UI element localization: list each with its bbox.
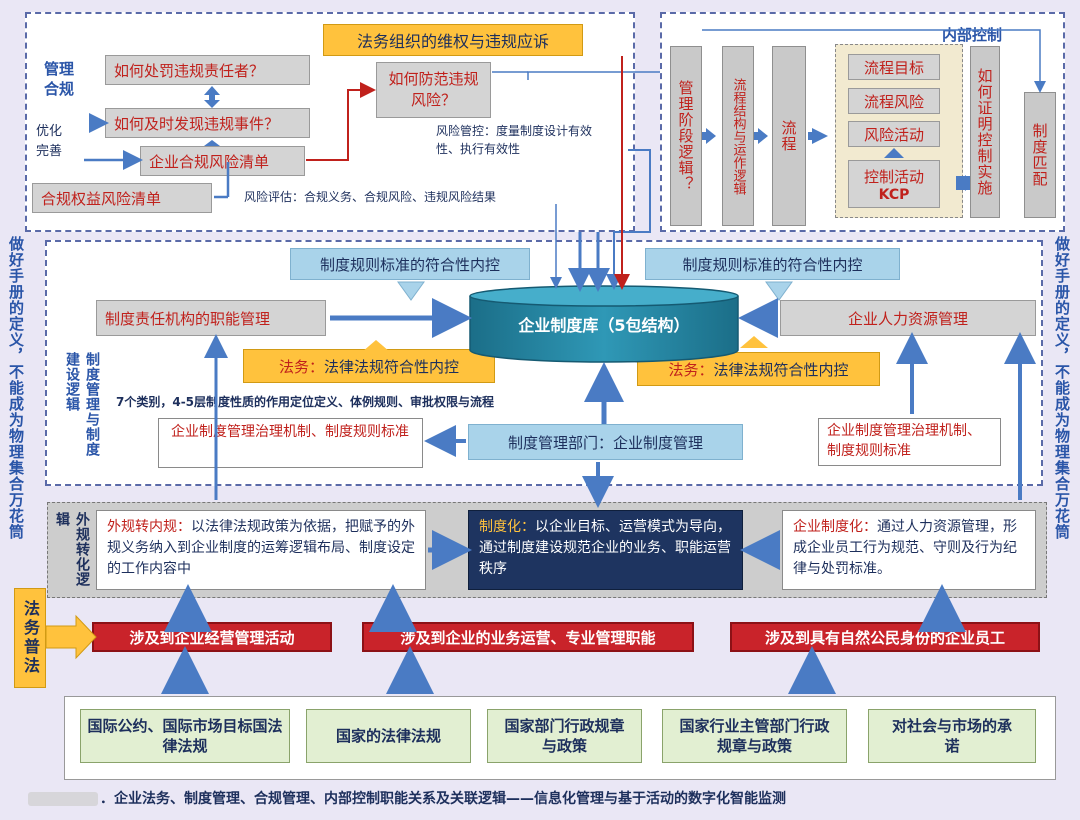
red-box-business: 涉及到企业经营管理活动 (92, 622, 332, 652)
control-activity-label: 控制活动 (863, 167, 924, 186)
source-department: 国家部门行政规章与政策 (487, 709, 642, 763)
legal-prefix-right: 法务： (668, 360, 714, 379)
caption-text: 企业法务、制度管理、合规管理、内部控制职能关系及关联逻辑——信息化管理与基于活动… (114, 791, 786, 807)
stage-logic-box: 管理阶段逻辑？ (670, 46, 702, 226)
library-label: 企业制度库（5包结构） (518, 316, 690, 335)
risk-box: 流程风险 (848, 88, 940, 114)
punish-box: 如何处罚违规责任者？ (105, 55, 310, 85)
legal-popularize-box: 法务普法 (14, 588, 46, 688)
system-logic-label: 制度管理与制度建设逻辑 (64, 352, 100, 457)
side-note-right: 做好手册的定义，不能成为物理集合万花筒 (1053, 236, 1071, 540)
kcp-label: KCP (878, 186, 910, 203)
caption-blur (28, 792, 98, 806)
source-commitment: 对社会与市场的承诺 (868, 709, 1036, 763)
legal-rest-left: 法律法规符合性内控 (324, 357, 460, 376)
governance-left-box: 企业制度管理治理机制、制度规则标准 (158, 418, 423, 468)
control-activity-box: 控制活动 KCP (848, 160, 940, 208)
compliance-title: 法务组织的维权与违规应诉 (323, 24, 583, 56)
source-international: 国际公约、国际市场目标国法律法规 (80, 709, 290, 763)
prove-box: 如何证明控制实施 (970, 46, 1000, 218)
legal-prefix-left: 法务： (278, 357, 324, 376)
enterprise-system-body: 通过人力资源管理，形成企业员工行为规范、守则及行为纪律与处罚标准。 (793, 519, 1017, 577)
external-rules-box: 外规转内规：以法律法规政策为依据，把赋予的外规义务纳入到企业制度的运筹逻辑布局、… (96, 510, 426, 590)
enterprise-system-box: 企业制度化：通过人力资源管理，形成企业员工行为规范、守则及行为纪律与处罚标准。 (782, 510, 1036, 590)
match-box: 制度匹配 (1024, 92, 1056, 218)
conformity-left-box: 制度规则标准的符合性内控 (290, 248, 530, 280)
external-rules-body: 以法律法规政策为依据，把赋予的外规义务纳入到企业制度的运筹逻辑布局、制度设定的工… (107, 519, 415, 577)
red-box-employees: 涉及到具有自然公民身份的企业员工 (730, 622, 1040, 652)
categories-note: 7个类别，4-5层制度性质的作用定位定义、体例规则、审批权限与流程 (116, 395, 495, 409)
process-structure-box: 流程结构与运作逻辑 (722, 46, 754, 226)
legal-rest-right: 法律法规符合性内控 (713, 360, 849, 379)
systemization-box: 制度化：以企业目标、运营模式为导向，通过制度建设规范企业的业务、职能运营秩序 (468, 510, 743, 590)
risk-list-box: 企业合规风险清单 (140, 146, 305, 176)
conformity-right-box: 制度规则标准的符合性内控 (645, 248, 900, 280)
risk-assess-note: 风险评估：合规义务、合规风险、违规风险结果 (244, 190, 497, 204)
rights-list-box: 合规权益风险清单 (32, 183, 212, 213)
side-note-left: 做好手册的定义，不能成为物理集合万花筒 (7, 236, 25, 540)
optimize-note: 优化完善 (36, 124, 63, 159)
enterprise-system-title: 企业制度化： (793, 519, 877, 535)
duty-management-box: 制度责任机构的职能管理 (96, 300, 326, 336)
library-cylinder (469, 285, 739, 363)
compliance-side-label: 管理 合规 (44, 60, 75, 98)
source-national-law: 国家的法律法规 (306, 709, 471, 763)
risk-control-note: 风险管控：度量制度设计有效性、执行有效性 (436, 124, 593, 156)
transform-label: 外规转化逻辑 (54, 512, 90, 587)
prevent-box: 如何防范违规风险？ (376, 62, 491, 118)
systemization-title: 制度化： (479, 519, 535, 535)
process-box: 流程 (772, 46, 806, 226)
caption: ．企业法务、制度管理、合规管理、内部控制职能关系及关联逻辑——信息化管理与基于活… (100, 791, 786, 807)
dept-box: 制度管理部门：企业制度管理 (468, 424, 743, 460)
source-industry: 国家行业主管部门行政规章与政策 (662, 709, 847, 763)
systemization-body: 以企业目标、运营模式为导向，通过制度建设规范企业的业务、职能运营秩序 (479, 519, 731, 577)
goal-box: 流程目标 (848, 54, 940, 80)
risk-activity-box: 风险活动 (848, 121, 940, 147)
governance-right-box: 企业制度管理治理机制、制度规则标准 (818, 418, 1001, 466)
detect-box: 如何及时发现违规事件？ (105, 108, 310, 138)
legal-conformity-left: 法务：法律法规符合性内控 (243, 349, 495, 383)
external-rules-title: 外规转内规： (107, 519, 191, 535)
